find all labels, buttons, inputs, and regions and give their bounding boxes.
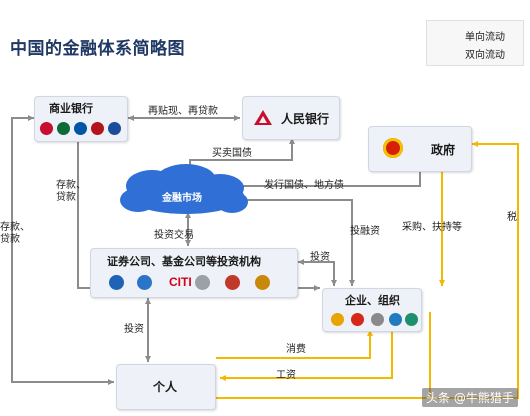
investment-institutions-node: 证券公司、基金公司等投资机构 CITI: [90, 248, 298, 298]
national-emblem-icon: [383, 138, 403, 158]
label-invest-inst: 投资: [310, 252, 330, 263]
page-title: 中国的金融体系简略图: [10, 39, 185, 59]
central-bank-node: 人民银行: [242, 96, 340, 140]
label-deposit-loan-left: 存款、 贷款: [0, 222, 30, 245]
securities-logo-icon: [195, 275, 210, 290]
petrochina-logo-icon: [351, 313, 364, 326]
individual-node: 个人: [116, 364, 216, 410]
bocom-logo-icon: [108, 122, 121, 135]
label-wage: 工资: [276, 370, 296, 381]
label-issue-bonds: 发行国债、地方债: [264, 180, 344, 191]
commercial-bank-label: 商业银行: [49, 102, 93, 115]
label-deposit-loan-bank: 存款、 贷款: [56, 180, 86, 203]
label-rediscount: 再贴现、再贷款: [148, 106, 218, 117]
watermark: 头条 @牛熊猎手: [422, 388, 518, 407]
label-procure: 采购、扶持等: [402, 222, 462, 233]
enterprise-node: 企业、组织: [322, 288, 422, 332]
label-financing: 投融资: [350, 226, 380, 237]
fund-logo-icon: [137, 275, 152, 290]
boc-logo-icon: [91, 122, 104, 135]
chinamobile-logo-icon: [389, 313, 402, 326]
arrow-wage: [220, 330, 393, 381]
sinopec-logo-icon: [331, 313, 344, 326]
pboc-logo-icon: [254, 110, 272, 125]
enterprise-label: 企业、组织: [345, 294, 400, 307]
legend: 单向流动 双向流动: [426, 20, 524, 66]
abc-logo-icon: [57, 122, 70, 135]
legend-one-way-label: 单向流动: [465, 32, 505, 43]
statebank-logo-icon: [405, 313, 418, 326]
label-invest-person: 投资: [124, 324, 144, 335]
label-bond-trade: 买卖国债: [212, 148, 252, 159]
citi-logo-text: CITI: [169, 275, 192, 289]
arrow-market-enterprise: [236, 197, 355, 286]
financial-market-label: 金融市场: [162, 193, 202, 204]
individual-label: 个人: [153, 380, 178, 394]
arrow-bank-individual: [11, 115, 114, 385]
arrow-inst-enterprise: [298, 259, 337, 286]
government-label: 政府: [431, 143, 456, 157]
icbc-logo-icon: [40, 122, 53, 135]
arrow-consume: [216, 330, 373, 359]
government-node: 政府: [368, 126, 472, 172]
commercial-bank-node: 商业银行: [34, 96, 128, 142]
label-consume: 消费: [286, 344, 306, 355]
central-bank-label: 人民银行: [281, 112, 330, 126]
arrow-tax: [216, 141, 519, 399]
ccb-logo-icon: [74, 122, 87, 135]
telecom-logo-icon: [371, 313, 384, 326]
broker-logo-icon: [225, 275, 240, 290]
label-invest-trade: 投资交易: [154, 230, 194, 241]
insurer-logo-icon: [255, 275, 270, 290]
financial-market-cloud: [120, 164, 248, 214]
citic-logo-icon: [109, 275, 124, 290]
label-tax: 税: [507, 212, 517, 223]
legend-two-way-label: 双向流动: [465, 50, 505, 61]
investment-institutions-label: 证券公司、基金公司等投资机构: [107, 255, 261, 268]
